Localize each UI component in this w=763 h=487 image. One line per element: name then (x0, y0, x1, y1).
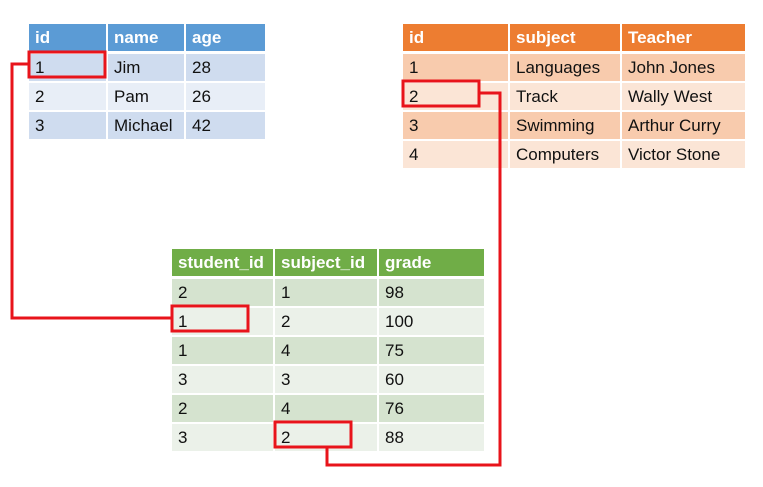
column-header: age (185, 24, 265, 54)
table-cell: Wally West (621, 82, 745, 112)
table-cell: Track (509, 82, 622, 112)
table-row: 1 Jim 28 (29, 52, 265, 83)
table-cell: Arthur Curry (621, 111, 745, 141)
table-cell: 76 (378, 394, 484, 424)
table-cell: 4 (274, 336, 379, 366)
column-header: student_id (172, 249, 275, 279)
grades-table: student_id subject_id grade 2 1 98 1 2 1… (172, 249, 484, 451)
table-row: 4 Computers Victor Stone (403, 140, 745, 168)
table-cell: 100 (378, 307, 484, 337)
table-cell: 1 (29, 52, 108, 83)
students-table: id name age 1 Jim 28 2 Pam 26 3 Michael … (29, 24, 265, 139)
column-header: subject (509, 24, 622, 54)
table-row: 2 1 98 (172, 277, 484, 308)
table-row: 1 2 100 (172, 307, 484, 337)
table-cell: Victor Stone (621, 140, 745, 168)
table-cell: 2 (403, 82, 510, 112)
table-cell: 3 (172, 423, 275, 451)
table-cell: 2 (172, 394, 275, 424)
table-cell: Swimming (509, 111, 622, 141)
table-cell: 2 (29, 82, 108, 112)
table-cell: John Jones (621, 52, 745, 83)
table-row: 2 Pam 26 (29, 82, 265, 112)
table-header-row: student_id subject_id grade (172, 249, 484, 279)
table-row: 2 Track Wally West (403, 82, 745, 112)
table-row: 3 2 88 (172, 423, 484, 451)
table-cell: 3 (172, 365, 275, 395)
table-cell: 3 (274, 365, 379, 395)
column-header: id (403, 24, 510, 54)
subjects-table: id subject Teacher 1 Languages John Jone… (403, 24, 745, 168)
table-cell: Computers (509, 140, 622, 168)
table-cell: 98 (378, 277, 484, 308)
table-cell: 28 (185, 52, 265, 83)
table-cell: Jim (107, 52, 186, 83)
table-cell: 60 (378, 365, 484, 395)
column-header: subject_id (274, 249, 379, 279)
table-cell: Michael (107, 111, 186, 139)
column-header: grade (378, 249, 484, 279)
table-cell: 1 (403, 52, 510, 83)
table-row: 1 Languages John Jones (403, 52, 745, 83)
table-row: 3 Michael 42 (29, 111, 265, 139)
table-cell: 3 (29, 111, 108, 139)
table-cell: 88 (378, 423, 484, 451)
table-cell: Pam (107, 82, 186, 112)
column-header: Teacher (621, 24, 745, 54)
table-cell: 2 (274, 307, 379, 337)
table-cell: 1 (172, 336, 275, 366)
table-cell: 2 (172, 277, 275, 308)
table-row: 3 Swimming Arthur Curry (403, 111, 745, 141)
table-header-row: id name age (29, 24, 265, 54)
table-cell: Languages (509, 52, 622, 83)
table-cell: 26 (185, 82, 265, 112)
column-header: name (107, 24, 186, 54)
table-row: 2 4 76 (172, 394, 484, 424)
table-cell: 1 (172, 307, 275, 337)
table-cell: 4 (274, 394, 379, 424)
table-cell: 4 (403, 140, 510, 168)
table-cell: 1 (274, 277, 379, 308)
table-cell: 42 (185, 111, 265, 139)
table-row: 3 3 60 (172, 365, 484, 395)
table-row: 1 4 75 (172, 336, 484, 366)
table-cell: 3 (403, 111, 510, 141)
table-cell: 75 (378, 336, 484, 366)
table-cell: 2 (274, 423, 379, 451)
table-header-row: id subject Teacher (403, 24, 745, 54)
column-header: id (29, 24, 108, 54)
